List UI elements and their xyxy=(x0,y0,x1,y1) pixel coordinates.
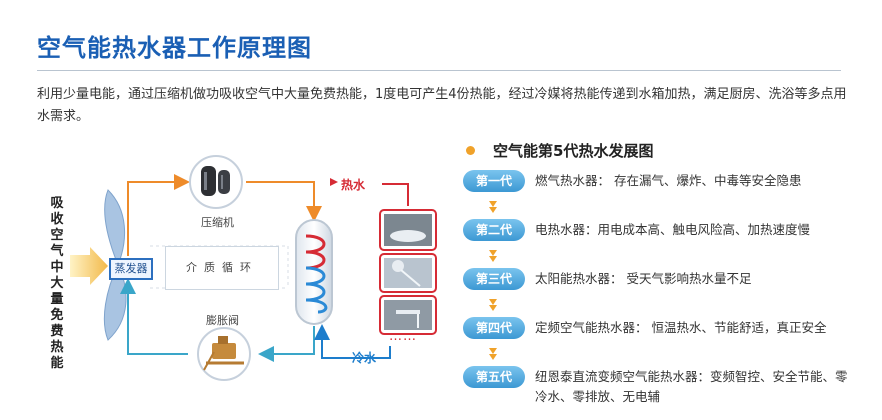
refrigerant-hot-line-right xyxy=(246,181,322,222)
refrigerant-hot-line-left xyxy=(127,174,190,256)
generation-badge: 第二代 xyxy=(463,219,525,241)
compressor-label: 压缩机 xyxy=(201,216,234,229)
side-vertical-text: 吸收空气中大量免费热能 xyxy=(50,196,64,371)
cold-water-line xyxy=(346,346,391,359)
page-title: 空气能热水器工作原理图 xyxy=(37,34,312,62)
generation-description: 纽恩泰直流变频空气能热水器：变频智控、安全节能、零冷水、零排放、无电辅 xyxy=(535,369,848,404)
hot-water-marker xyxy=(330,178,338,186)
bullet-dot-icon xyxy=(466,146,475,155)
hot-water-label: 热水 xyxy=(341,178,366,192)
generation-description: 太阳能热水器： 受天气影响热水量不足 xyxy=(535,271,752,286)
generation-badge: 第五代 xyxy=(463,366,525,388)
expansion-valve-icon xyxy=(197,327,251,381)
chevron-down-icon xyxy=(489,250,497,262)
more-uses-dots: …… xyxy=(389,329,417,344)
generation-description: 定频空气能热水器： 恒温热水、节能舒适，真正安全 xyxy=(535,320,827,335)
evaporator-label: 蒸发器 xyxy=(109,258,153,280)
generation-description: 燃气热水器： 存在漏气、爆炸、中毒等安全隐患 xyxy=(535,173,802,188)
compressor-icon xyxy=(189,155,243,209)
generation-badge: 第一代 xyxy=(463,170,525,192)
shower-image xyxy=(379,253,437,293)
faucet-image xyxy=(379,295,437,335)
refrigerant-cool-line-right xyxy=(258,326,315,362)
medium-circulation-label: 介质循环 xyxy=(165,246,279,290)
air-intake-arrow xyxy=(70,247,108,285)
cold-water-label: 冷水 xyxy=(352,351,377,365)
chevron-down-icon xyxy=(489,201,497,213)
generation-description: 电热水器：用电成本高、触电风险高、加热速度慢 xyxy=(535,222,811,237)
water-tank xyxy=(295,219,333,325)
cold-water-pipe xyxy=(314,324,346,359)
generation-badge: 第三代 xyxy=(463,268,525,290)
generation-badge: 第四代 xyxy=(463,317,525,339)
chevron-down-icon xyxy=(489,299,497,311)
bathtub-image xyxy=(379,209,437,251)
hot-water-pipe xyxy=(382,183,409,206)
generations-title: 空气能第5代热水发展图 xyxy=(493,142,654,160)
refrigerant-cool-line-left xyxy=(120,278,188,355)
intro-paragraph: 利用少量电能，通过压缩机做功吸收空气中大量免费热能，1度电可产生4份热能，经过冷… xyxy=(37,87,847,124)
expansion-valve-label: 膨胀阀 xyxy=(206,314,239,327)
chevron-down-icon xyxy=(489,348,497,360)
title-divider xyxy=(37,70,841,71)
